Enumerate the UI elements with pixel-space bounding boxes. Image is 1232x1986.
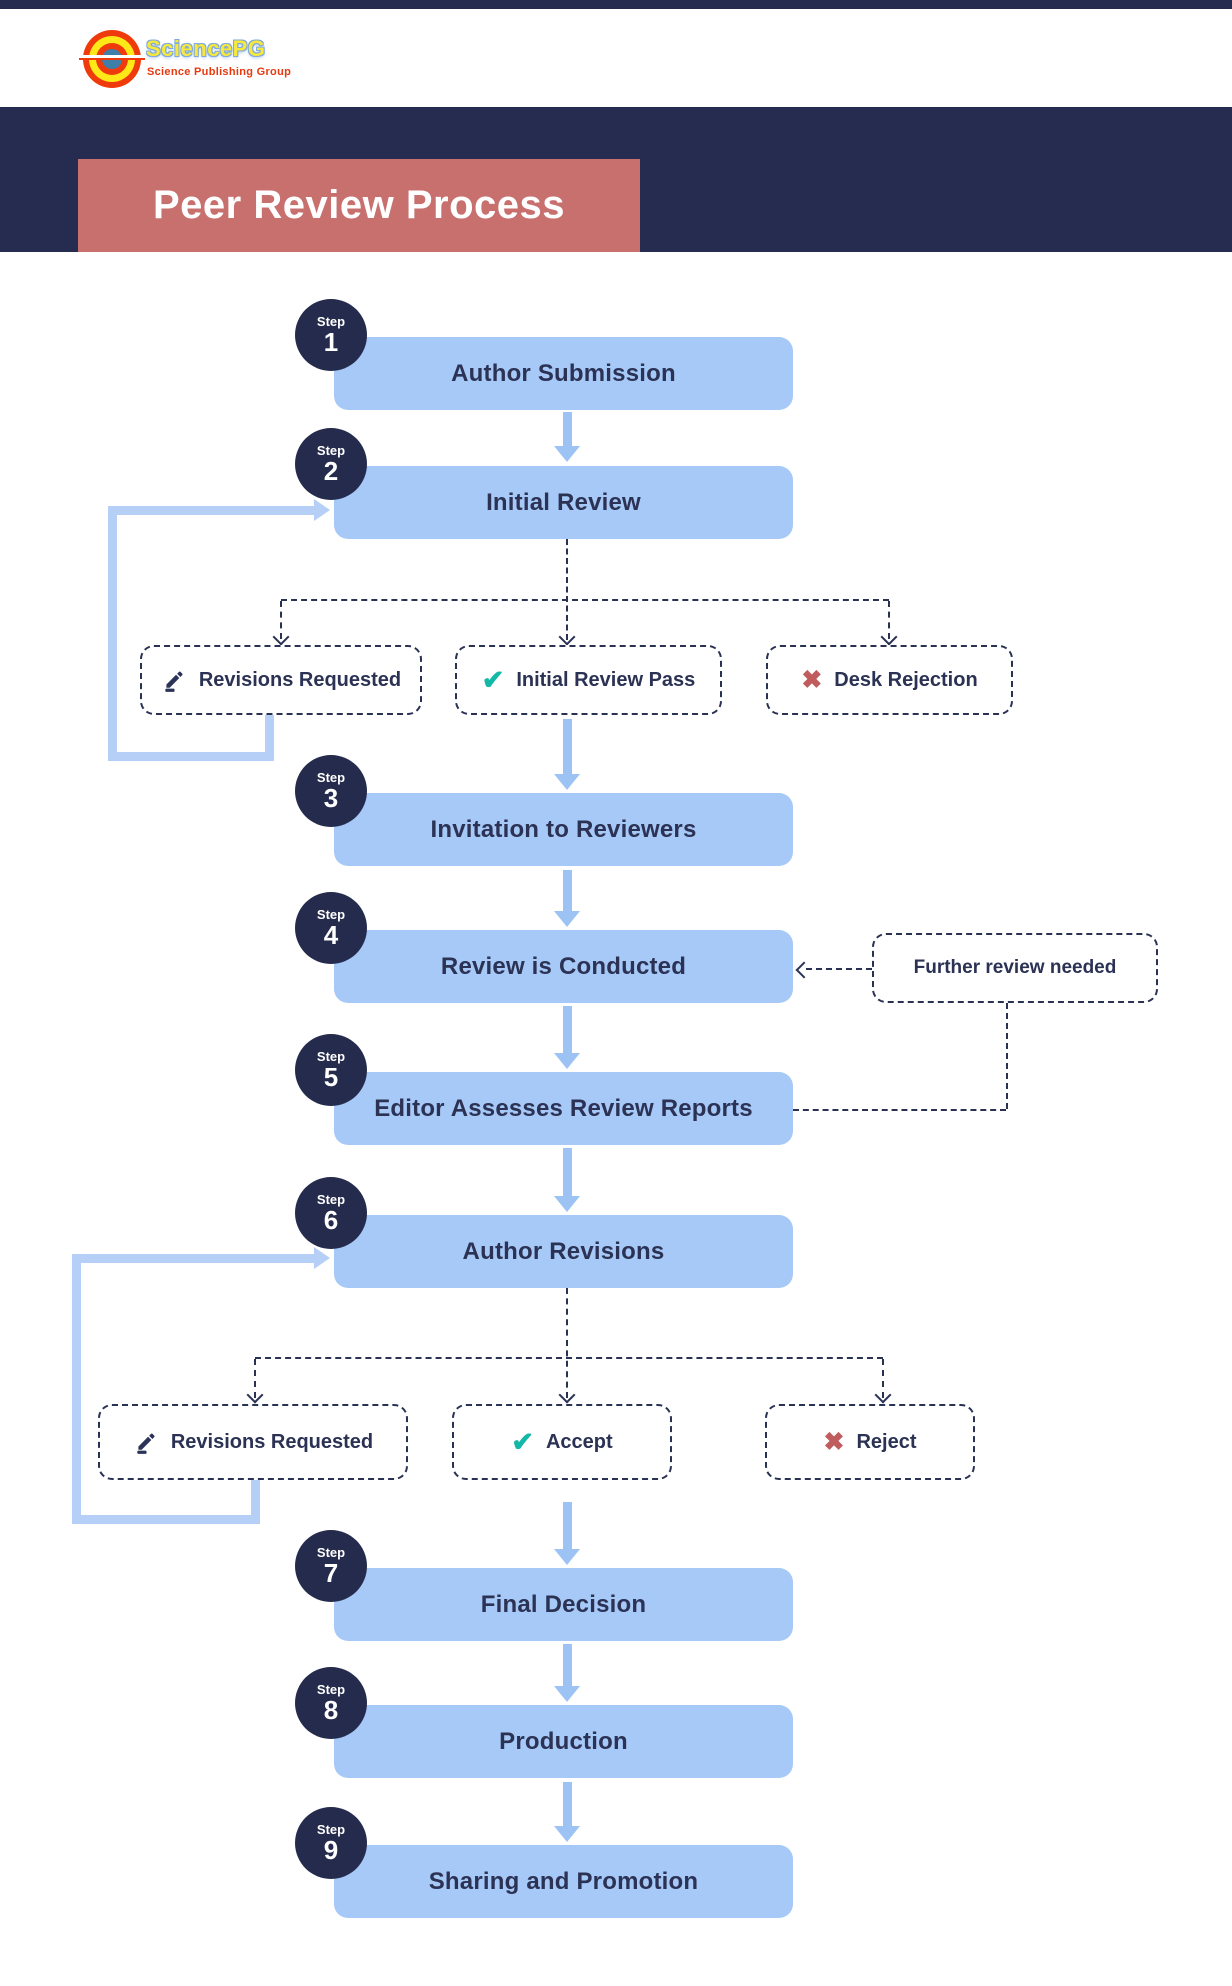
dashed-connector (254, 1359, 256, 1398)
step-badge-8: Step 8 (295, 1667, 367, 1739)
brand-name: SciencePG (146, 36, 266, 61)
page-title-box: Peer Review Process (78, 159, 640, 252)
chevron-left-icon (795, 961, 813, 979)
arrow-head-icon (554, 446, 580, 462)
dashed-connector (255, 1357, 883, 1359)
logo-stripe-red-icon (79, 58, 145, 60)
flow-arrow-4-5 (554, 1006, 580, 1069)
chevron-down-icon (874, 1386, 892, 1404)
decision-revisions-requested-2: Revisions Requested (98, 1404, 408, 1480)
step-badge-3: Step 3 (295, 755, 367, 827)
dashed-connector (1006, 1003, 1008, 1109)
arrow-head-icon (554, 774, 580, 790)
loop-arrow-head-icon (314, 1247, 330, 1269)
step-box-final-decision: Final Decision (334, 1568, 793, 1641)
loop-arrow-segment (72, 1254, 81, 1524)
note-further-review-needed: Further review needed (872, 933, 1158, 1003)
loop-arrow-segment (108, 506, 314, 515)
step-badge-1: Step 1 (295, 299, 367, 371)
step-badge-6: Step 6 (295, 1177, 367, 1249)
step-badge-2: Step 2 (295, 428, 367, 500)
page-title: Peer Review Process (153, 183, 565, 227)
step-badge-9: Step 9 (295, 1807, 367, 1879)
arrow-head-icon (554, 1196, 580, 1212)
dashed-connector (882, 1359, 884, 1398)
loop-arrow-segment (251, 1480, 260, 1524)
flow-arrow-5-6 (554, 1148, 580, 1212)
step-badge-5: Step 5 (295, 1034, 367, 1106)
step-box-author-revisions: Author Revisions (334, 1215, 793, 1288)
arrow-head-icon (554, 1826, 580, 1842)
logo-stripe-icon (79, 55, 145, 58)
flow-arrow-7-8 (554, 1644, 580, 1702)
flow-arrow-1-2 (554, 412, 580, 462)
x-icon: ✖ (801, 665, 823, 694)
dashed-connector (566, 539, 568, 640)
dashed-connector (793, 1109, 1006, 1111)
chevron-down-icon (880, 628, 898, 646)
x-icon: ✖ (823, 1427, 845, 1456)
step-box-invitation-to-reviewers: Invitation to Reviewers (334, 793, 793, 866)
arrow-head-icon (554, 1686, 580, 1702)
arrow-head-icon (554, 1053, 580, 1069)
pencil-icon (161, 667, 187, 693)
step-badge-7: Step 7 (295, 1530, 367, 1602)
chevron-down-icon (246, 1386, 264, 1404)
top-border-bar (0, 0, 1232, 9)
loop-arrow-segment (108, 506, 117, 761)
flow-arrow-8-9 (554, 1782, 580, 1842)
decision-desk-rejection: ✖ Desk Rejection (766, 645, 1013, 715)
dashed-connector (280, 601, 282, 639)
loop-arrow-segment (265, 715, 274, 761)
chevron-down-icon (272, 628, 290, 646)
brand-tagline: Science Publishing Group (147, 66, 292, 78)
check-icon: ✔ (481, 664, 505, 695)
step-badge-4: Step 4 (295, 892, 367, 964)
decision-revisions-requested-1: Revisions Requested (140, 645, 422, 715)
loop-arrow-segment (108, 752, 274, 761)
loop-arrow-segment (72, 1515, 260, 1524)
dashed-connector (281, 599, 889, 601)
dashed-connector (566, 1288, 568, 1398)
decision-reject: ✖ Reject (765, 1404, 975, 1480)
step-box-review-is-conducted: Review is Conducted (334, 930, 793, 1003)
flow-arrow-pass-3 (554, 719, 580, 790)
arrow-head-icon (554, 1549, 580, 1565)
arrow-head-icon (554, 911, 580, 927)
dashed-connector (888, 601, 890, 639)
pencil-icon (133, 1429, 159, 1455)
loop-arrow-segment (72, 1254, 314, 1263)
step-box-production: Production (334, 1705, 793, 1778)
decision-initial-review-pass: ✔ Initial Review Pass (455, 645, 722, 715)
step-box-author-submission: Author Submission (334, 337, 793, 410)
flow-arrow-accept-7 (554, 1502, 580, 1565)
decision-accept: ✔ Accept (452, 1404, 672, 1480)
loop-arrow-head-icon (314, 499, 330, 521)
step-box-sharing-and-promotion: Sharing and Promotion (334, 1845, 793, 1918)
dashed-connector (806, 968, 872, 970)
flow-arrow-3-4 (554, 870, 580, 927)
chevron-down-icon (558, 628, 576, 646)
check-icon: ✔ (511, 1426, 534, 1457)
step-box-editor-assesses-review-reports: Editor Assesses Review Reports (334, 1072, 793, 1145)
chevron-down-icon (558, 1386, 576, 1404)
step-box-initial-review: Initial Review (334, 466, 793, 539)
